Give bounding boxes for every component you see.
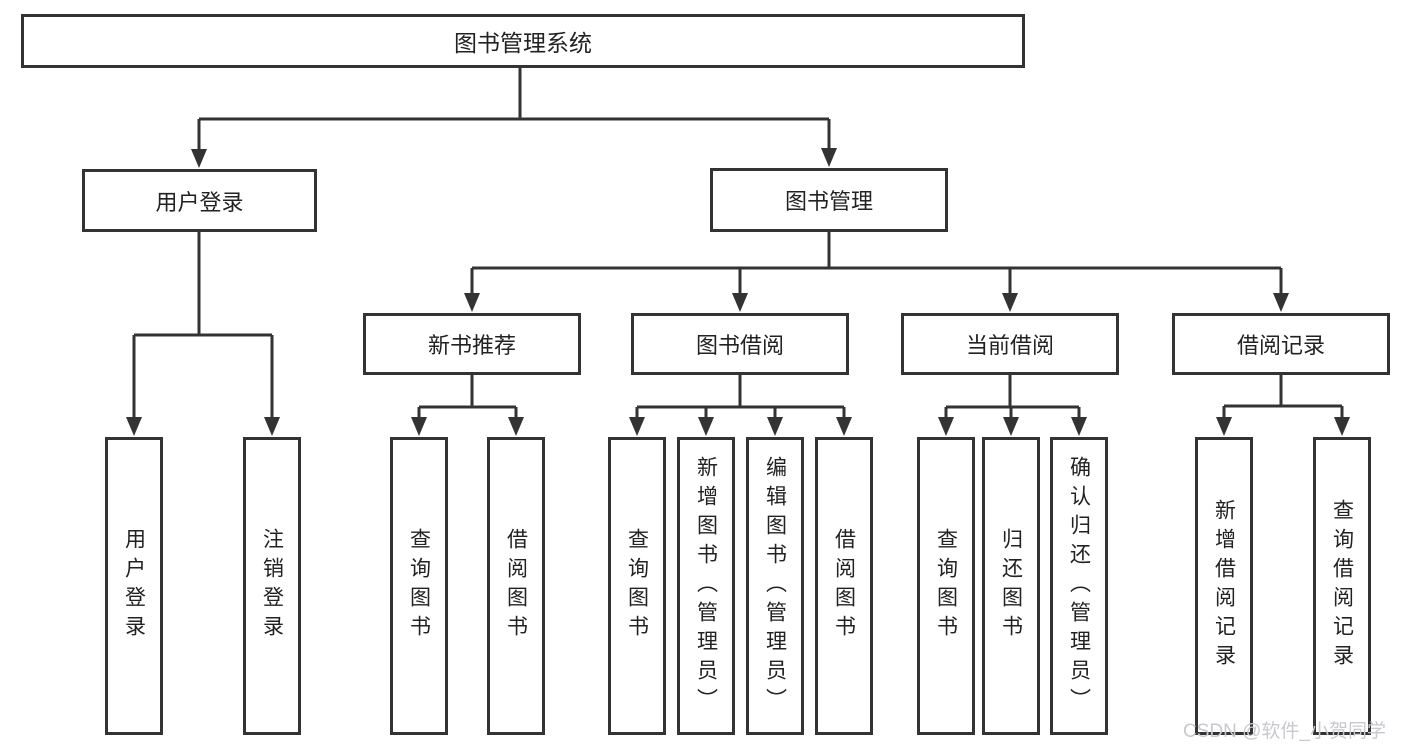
leaf-add-borrow-record-label: 新增借阅记录 xyxy=(1212,499,1236,673)
leaf-borrow-books-borrowing: 借阅图书 xyxy=(815,437,873,735)
node-user-login: 用户登录 xyxy=(82,169,317,232)
node-root: 图书管理系统 xyxy=(21,14,1025,68)
leaf-query-books-current: 查询图书 xyxy=(917,437,975,735)
leaf-query-books-current-label: 查询图书 xyxy=(934,528,958,644)
leaf-query-books-recommend: 查询图书 xyxy=(390,437,448,735)
leaf-query-borrow-record-label: 查询借阅记录 xyxy=(1330,499,1354,673)
node-book-borrowing: 图书借阅 xyxy=(631,313,849,375)
leaf-add-book-admin: 新增图书（管理员） xyxy=(677,437,735,735)
csdn-watermark: CSDN @软件_小贺同学 xyxy=(1183,721,1386,742)
leaf-query-borrow-record: 查询借阅记录 xyxy=(1313,437,1371,735)
leaf-user-login-label: 用户登录 xyxy=(122,528,146,644)
leaf-edit-book-admin-label: 编辑图书（管理员） xyxy=(763,455,787,717)
node-book-borrowing-label: 图书借阅 xyxy=(695,333,784,358)
leaf-confirm-return-admin: 确认归还（管理员） xyxy=(1050,437,1108,735)
leaf-logout: 注销登录 xyxy=(243,437,301,735)
leaf-confirm-return-admin-label: 确认归还（管理员） xyxy=(1067,455,1091,717)
leaf-add-book-admin-label: 新增图书（管理员） xyxy=(694,455,718,717)
leaf-add-borrow-record: 新增借阅记录 xyxy=(1195,437,1253,735)
leaf-user-login: 用户登录 xyxy=(105,437,163,735)
node-new-book-recommend: 新书推荐 xyxy=(363,313,581,375)
node-borrowing-records-label: 借阅记录 xyxy=(1236,333,1325,358)
node-current-borrowing-label: 当前借阅 xyxy=(965,333,1054,358)
leaf-query-books-borrowing: 查询图书 xyxy=(608,437,666,735)
arrowheads xyxy=(126,148,1350,436)
leaf-edit-book-admin: 编辑图书（管理员） xyxy=(746,437,804,735)
node-user-login-label: 用户登录 xyxy=(155,189,244,215)
leaf-borrow-books-borrowing-label: 借阅图书 xyxy=(832,528,856,644)
node-root-label: 图书管理系统 xyxy=(454,30,592,56)
leaf-return-book: 归还图书 xyxy=(982,437,1040,735)
node-borrowing-records: 借阅记录 xyxy=(1172,313,1390,375)
leaf-query-books-recommend-label: 查询图书 xyxy=(407,528,431,644)
leaf-return-book-label: 归还图书 xyxy=(999,528,1023,644)
node-book-management: 图书管理 xyxy=(710,168,948,232)
leaf-borrow-books-recommend: 借阅图书 xyxy=(487,437,545,735)
node-current-borrowing: 当前借阅 xyxy=(901,313,1119,375)
leaf-borrow-books-recommend-label: 借阅图书 xyxy=(504,528,528,644)
node-new-book-recommend-label: 新书推荐 xyxy=(427,333,516,358)
leaf-logout-label: 注销登录 xyxy=(260,528,284,644)
node-book-management-label: 图书管理 xyxy=(784,189,873,214)
leaf-query-books-borrowing-label: 查询图书 xyxy=(625,528,649,644)
